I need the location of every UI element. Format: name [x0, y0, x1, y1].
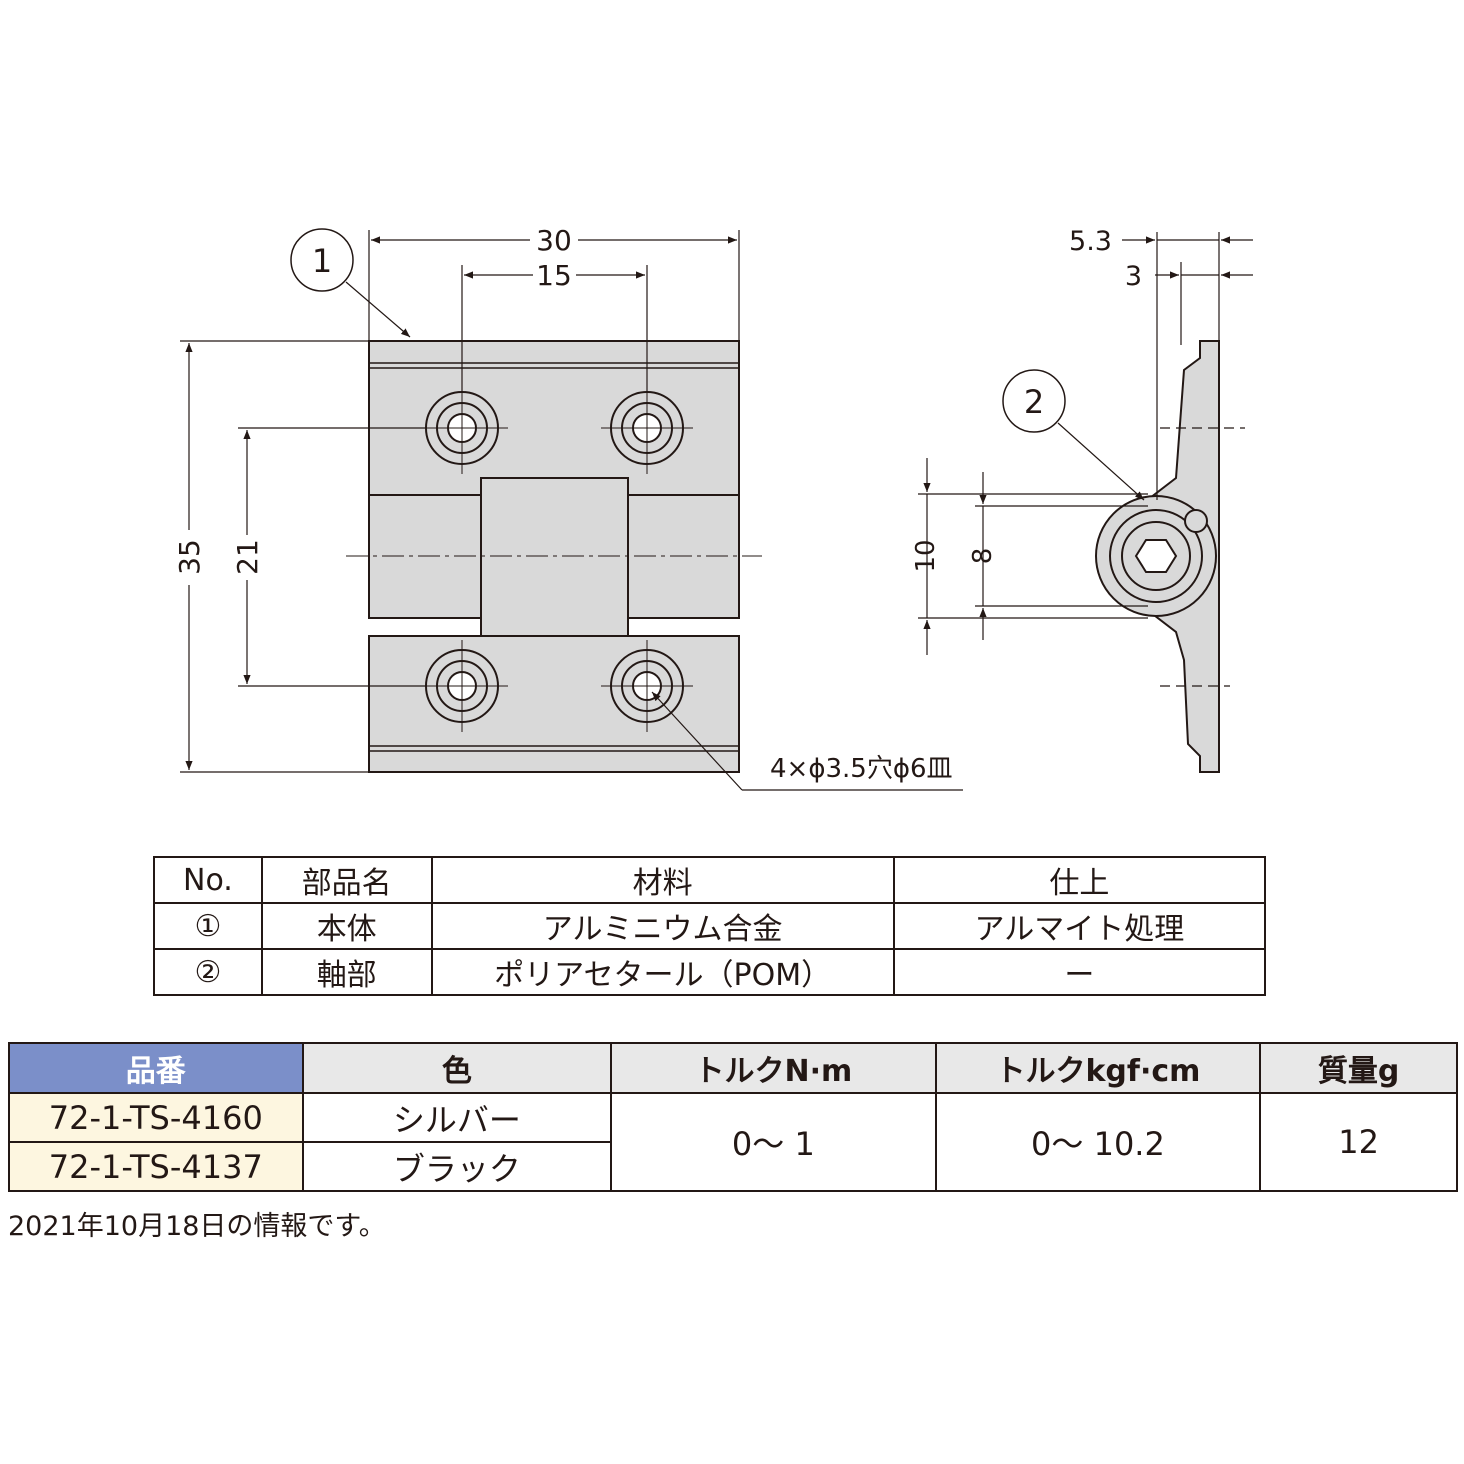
table-row: ① 本体 アルミニウム合金 アルマイト処理	[153, 902, 1267, 950]
front-dimensions	[180, 230, 963, 791]
hole-note: 4×ϕ3.5穴ϕ6皿	[770, 754, 953, 784]
cell-finish: ー	[892, 948, 1267, 996]
dim-hole-pitch-horizontal: 15	[536, 259, 572, 292]
technical-drawing: 1 30 15 35 21 4×ϕ3.5穴ϕ6皿	[173, 224, 1253, 791]
header-mass: 質量g	[1259, 1042, 1458, 1094]
hinge-upper-leaf	[368, 340, 740, 496]
header-torque-nm: トルクN·m	[610, 1042, 937, 1094]
dim-boss-outer: 10	[911, 539, 941, 572]
dim-hole-pitch-vertical: 21	[231, 539, 264, 575]
cell-material: アルミニウム合金	[430, 902, 895, 950]
cell-material: ポリアセタール（POM）	[430, 948, 895, 996]
dim-boss-inner: 8	[968, 548, 998, 565]
cell-part-name: 本体	[260, 902, 433, 950]
dim-height-total: 35	[173, 539, 206, 575]
countersunk-hole	[601, 382, 693, 474]
pin-stub	[1184, 509, 1208, 533]
dim-plate: 3	[1125, 261, 1142, 292]
hex-socket	[1134, 539, 1178, 573]
cell-color: シルバー	[301, 1092, 613, 1143]
dim-thickness: 5.3	[1069, 226, 1112, 257]
footnote: 2021年10月18日の情報です。	[8, 1211, 386, 1242]
cell-no: ②	[153, 948, 263, 996]
hinge-tongue	[480, 477, 629, 637]
spec-table-header: 品番 色 トルクN·m トルクkgf·cm 質量g	[8, 1042, 1458, 1094]
header-color: 色	[301, 1042, 613, 1094]
countersunk-hole	[601, 640, 693, 732]
cell-part-number: 72-1-TS-4160	[8, 1092, 304, 1143]
cell-torque-nm: 0～ 1	[610, 1092, 937, 1192]
side-dimensions	[918, 232, 1253, 687]
front-view	[346, 340, 762, 773]
countersunk-hole	[416, 382, 508, 474]
spec-table: 品番 色 トルクN·m トルクkgf·cm 質量g 72-1-TS-4160 シ…	[8, 1042, 1458, 1192]
header-finish: 仕上	[892, 856, 1267, 904]
cell-part-name: 軸部	[260, 948, 433, 996]
table-row: 72-1-TS-4137 ブラック	[8, 1141, 1457, 1192]
cell-no: ①	[153, 902, 263, 950]
dim-width-total: 30	[536, 224, 572, 257]
cell-mass: 12	[1259, 1092, 1458, 1192]
callout-1-label: 1	[312, 242, 332, 280]
header-part-number: 品番	[8, 1042, 304, 1094]
callout-circle	[1002, 369, 1066, 433]
cell-part-number: 72-1-TS-4137	[8, 1141, 304, 1192]
cell-color: ブラック	[301, 1141, 613, 1192]
header-part-name: 部品名	[260, 856, 433, 904]
header-material: 材料	[430, 856, 895, 904]
callout-2-label: 2	[1024, 383, 1044, 421]
table-row: ② 軸部 ポリアセタール（POM） ー	[153, 948, 1267, 996]
countersunk-hole	[416, 640, 508, 732]
header-torque-kgf: トルクkgf·cm	[934, 1042, 1262, 1094]
callout-circle	[290, 228, 354, 292]
header-no: No.	[153, 856, 263, 904]
parts-table-header: No. 部品名 材料 仕上	[153, 856, 1267, 904]
cell-torque-kgf: 0～ 10.2	[934, 1092, 1262, 1192]
side-view	[1095, 340, 1220, 773]
table-row: 72-1-TS-4160 シルバー 0～ 1 0～ 10.2 12	[8, 1092, 1458, 1192]
parts-table: No. 部品名 材料 仕上 ① 本体 アルミニウム合金 アルマイト処理 ② 軸部…	[153, 856, 1267, 996]
cell-finish: アルマイト処理	[892, 902, 1267, 950]
